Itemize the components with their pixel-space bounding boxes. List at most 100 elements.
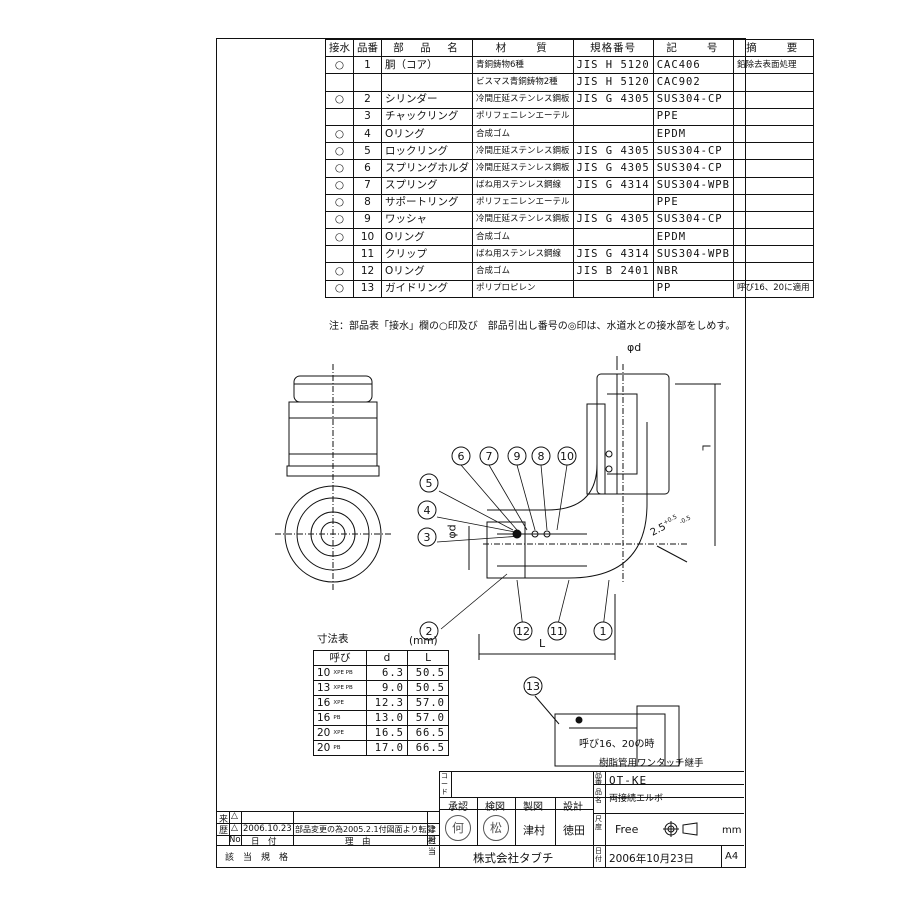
parts-cell-material: ポリフェニレンエーテル bbox=[472, 107, 574, 126]
parts-cell-material: ばね用ステンレス鋼線 bbox=[472, 245, 574, 264]
parts-cell-remark bbox=[732, 210, 814, 230]
parts-cell-remark bbox=[732, 193, 814, 212]
col-name: 部 品 名 bbox=[381, 38, 473, 58]
parts-cell-symbol: NBR bbox=[652, 262, 734, 281]
parts-table-header: 接水 品番 部 品 名 材 質 規格番号 記 号 摘 要 bbox=[325, 38, 814, 58]
parts-cell-material: ビスマス青銅鋳物2種 bbox=[472, 73, 574, 92]
date-value: 2006年10月23日 bbox=[609, 853, 694, 865]
parts-cell-symbol: SUS304-CP bbox=[652, 90, 734, 109]
title-block: コード 品番 OT-KE 承認 検図 製図 設計 何 松 津村 徳田 品名 両接… bbox=[217, 771, 744, 867]
parts-cell-remark bbox=[732, 245, 814, 264]
col-standard: 規格番号 bbox=[572, 38, 654, 58]
dim-size-value: 20 bbox=[317, 726, 331, 739]
approval-header-2: 検図 bbox=[485, 802, 505, 813]
dimension-L-right: L bbox=[699, 444, 713, 451]
parts-cell-standard bbox=[572, 279, 654, 298]
parts-cell-remark: 鉛除去表面処理 bbox=[732, 56, 814, 75]
balloon-12 bbox=[513, 621, 533, 641]
parts-cell-material: ポリプロピレン bbox=[472, 279, 574, 298]
detail-caption: 呼び16、20の時 bbox=[579, 739, 655, 750]
detail-view bbox=[534, 695, 680, 767]
col-water: 接水 bbox=[325, 38, 354, 58]
balloon-label: 12 bbox=[516, 625, 530, 638]
parts-cell-water: ○ bbox=[325, 262, 354, 281]
parts-cell-no bbox=[353, 73, 382, 92]
date-label: 日付 bbox=[595, 847, 602, 863]
parts-cell-water: ○ bbox=[325, 142, 354, 161]
dim-col-size: 呼び bbox=[313, 650, 367, 666]
balloon-label: 3 bbox=[424, 531, 431, 544]
balloon-9 bbox=[507, 446, 527, 466]
parts-cell-no: 12 bbox=[353, 262, 382, 281]
parts-cell-material: ばね用ステンレス鋼線 bbox=[472, 176, 574, 195]
parts-cell-name: クリップ bbox=[381, 245, 473, 264]
balloon-1 bbox=[593, 621, 613, 641]
parts-cell-material: 冷間圧延ステンレス鋼板 bbox=[472, 90, 574, 109]
parts-cell-water: ○ bbox=[325, 124, 354, 144]
parts-cell-no: 3 bbox=[353, 107, 382, 126]
reason-col-label: 理 由 bbox=[345, 837, 371, 847]
note-text: 注：部品表「接水」欄の○印及び 部品引出し番号の◎印は、水道水との接水部をしめす… bbox=[329, 321, 736, 332]
parts-cell-material: 冷間圧延ステンレス鋼板 bbox=[472, 159, 574, 178]
dim-cell-L: 57.0 bbox=[407, 710, 449, 726]
parts-cell-symbol: SUS304-WPB bbox=[652, 176, 734, 195]
balloon-label: 11 bbox=[550, 625, 564, 638]
parts-cell-material: 青銅鋳物6種 bbox=[472, 56, 574, 75]
balloon-label: 5 bbox=[426, 477, 433, 490]
parts-cell-remark bbox=[732, 107, 814, 126]
parts-cell-name: サポートリング bbox=[381, 193, 473, 212]
parts-cell-symbol: EPDM bbox=[652, 228, 734, 247]
parts-cell-standard: JIS G 4314 bbox=[572, 245, 654, 264]
balloon-11 bbox=[547, 621, 567, 641]
parts-cell-material: 合成ゴム bbox=[472, 262, 574, 281]
balloon-5 bbox=[419, 473, 439, 493]
code-label: コード bbox=[441, 772, 448, 796]
phi-d-left: φd bbox=[445, 524, 459, 539]
parts-cell-standard: JIS B 2401 bbox=[572, 262, 654, 281]
company-name: 株式会社タブチ bbox=[473, 851, 554, 865]
hinban-value: OT-KE bbox=[609, 774, 648, 787]
balloon-13 bbox=[523, 676, 543, 696]
parts-cell-water: ○ bbox=[325, 279, 354, 298]
parts-cell-no: 11 bbox=[353, 245, 382, 264]
parts-cell-name: ワッシャ bbox=[381, 210, 473, 230]
parts-cell-name: Oリング bbox=[381, 228, 473, 247]
phi-d-top: φd bbox=[627, 341, 642, 354]
dim-cell-L: 66.5 bbox=[407, 740, 449, 756]
dim-material-value: XPE bbox=[333, 729, 344, 736]
parts-cell-symbol: CAC406 bbox=[652, 56, 734, 75]
parts-cell-name: ロックリング bbox=[381, 142, 473, 161]
parts-cell-no: 10 bbox=[353, 228, 382, 247]
parts-cell-name: 胴（コア） bbox=[381, 56, 473, 75]
parts-cell-name: ガイドリング bbox=[381, 279, 473, 298]
balloon-label: 1 bbox=[600, 625, 607, 638]
balloon-label: 4 bbox=[424, 504, 431, 517]
parts-cell-standard: JIS G 4305 bbox=[572, 210, 654, 230]
date-col-label: 日 付 bbox=[251, 837, 277, 847]
approval-stamp-1: 何 bbox=[445, 815, 471, 841]
parts-cell-water: ○ bbox=[325, 56, 354, 75]
parts-cell-material: 合成ゴム bbox=[472, 228, 574, 247]
parts-cell-no: 7 bbox=[353, 176, 382, 195]
parts-cell-remark bbox=[732, 159, 814, 178]
parts-cell-standard: JIS G 4305 bbox=[572, 142, 654, 161]
scale-value: Free bbox=[615, 823, 639, 836]
parts-cell-standard: JIS H 5120 bbox=[572, 73, 654, 92]
projection-symbol-icon bbox=[663, 821, 698, 837]
history-person: 津村 bbox=[428, 825, 436, 845]
dim-cell-L: 66.5 bbox=[407, 725, 449, 741]
parts-cell-remark bbox=[732, 90, 814, 109]
product-description: 樹脂管用ワンタッチ継手 bbox=[599, 758, 704, 769]
history-label: 来歴 bbox=[219, 815, 229, 836]
history-reason: 部品変更の為2005.2.1付図面より転記 bbox=[295, 825, 435, 834]
